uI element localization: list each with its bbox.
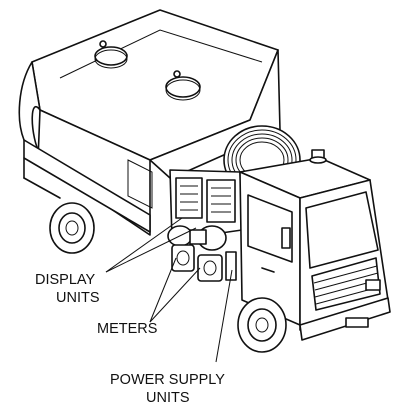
tank-top-edge	[59, 29, 263, 79]
display-units-label-line2: UNITS	[56, 290, 100, 306]
power-supply-units-label-line2: UNITS	[146, 390, 190, 405]
meter-cabinet	[167, 169, 243, 282]
manhole-cover-1-knob	[99, 40, 107, 48]
meter-2	[197, 254, 223, 282]
license-plate	[345, 317, 369, 328]
chassis	[23, 139, 151, 233]
cab	[239, 149, 391, 341]
callout-labels: DISPLAY UNITS METERS POWER SUPPLY UNITS	[35, 272, 225, 405]
headlight	[365, 279, 381, 291]
manhole-cover-2-knob	[173, 70, 181, 78]
windshield	[305, 191, 379, 269]
side-window	[247, 194, 293, 263]
display-unit-2	[206, 179, 236, 223]
power-supply-units-label-line1: POWER SUPPLY	[110, 372, 225, 388]
bumper	[299, 297, 391, 341]
grille	[311, 257, 381, 311]
meters-label: METERS	[97, 321, 157, 337]
leader-lines	[105, 217, 233, 363]
rear-wheel	[49, 202, 95, 254]
manhole-covers	[94, 40, 201, 101]
meter-1	[171, 244, 195, 272]
frame-rail	[23, 139, 151, 233]
display-unit-1	[175, 177, 203, 219]
power-supply-unit	[225, 251, 237, 281]
manhole-cover-2-lip	[165, 79, 201, 101]
display-units-label-line1: DISPLAY	[35, 272, 96, 288]
manhole-cover-1-lip	[94, 49, 128, 69]
front-wheel	[237, 297, 287, 353]
manhole-cover-2	[165, 76, 201, 98]
tank-panel	[127, 159, 153, 209]
side-mirror	[281, 227, 291, 249]
